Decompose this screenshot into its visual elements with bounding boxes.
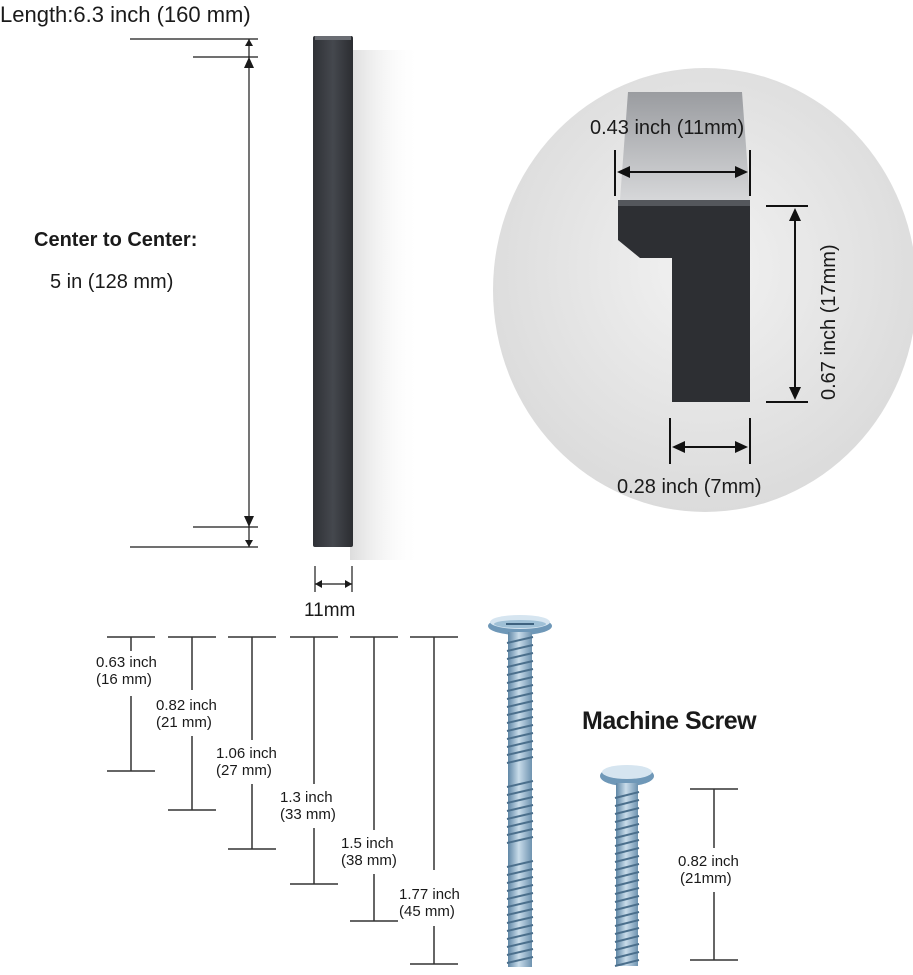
- thread-line: [506, 932, 534, 940]
- thread-line: [506, 684, 534, 692]
- thread-line: [506, 700, 534, 708]
- profile-bottom-width: 0.28 inch (7mm): [617, 476, 762, 498]
- thread-line: [506, 868, 534, 876]
- width-dimension: [314, 566, 353, 592]
- thread-line: [506, 724, 534, 732]
- machine-screw-title: Machine Screw: [582, 707, 757, 735]
- machine-screw-length-label: 0.82 inch (21mm): [678, 853, 739, 887]
- thread-line: [506, 788, 534, 796]
- thread-line: [614, 951, 640, 959]
- thread-line: [506, 756, 534, 764]
- profile-height: 0.67 inch (17mm): [818, 244, 840, 400]
- thread-line: [506, 748, 534, 756]
- profile-shape: [618, 206, 750, 402]
- thread-line: [614, 903, 640, 911]
- center-arrows: [244, 39, 254, 547]
- thread-line: [506, 956, 534, 964]
- thread-line: [506, 692, 534, 700]
- thread-line: [614, 911, 640, 919]
- thread-line: [506, 804, 534, 812]
- center-to-center-value: 5 in (128 mm): [50, 271, 174, 293]
- thread-line: [506, 860, 534, 868]
- thread-line: [614, 871, 640, 879]
- thread-line: [614, 839, 640, 847]
- profile-top-face: [620, 92, 750, 200]
- thread-line: [506, 836, 534, 844]
- thread-line: [506, 652, 534, 660]
- thread-line: [506, 732, 534, 740]
- thread-line: [506, 644, 534, 652]
- thread-line: [506, 740, 534, 748]
- screw-length-lines: [107, 636, 738, 965]
- thread-line: [614, 847, 640, 855]
- handle-top-edge: [315, 36, 351, 40]
- screw-length-label-4: 1.3 inch (33 mm): [280, 789, 336, 823]
- thread-line: [506, 812, 534, 820]
- thread-line: [614, 807, 640, 815]
- screw-length-label-3: 1.06 inch (27 mm): [216, 745, 277, 779]
- thread-line: [614, 863, 640, 871]
- thread-line: [614, 823, 640, 831]
- thread-line: [506, 676, 534, 684]
- width-label: 11mm: [304, 600, 356, 621]
- thread-line: [506, 828, 534, 836]
- thread-line: [614, 887, 640, 895]
- handle-shadow: [350, 50, 420, 560]
- thread-line: [614, 831, 640, 839]
- machine-screw-threads: [614, 791, 640, 967]
- center-to-center-title: Center to Center:: [34, 229, 198, 251]
- thread-line: [506, 796, 534, 804]
- thread-line: [506, 820, 534, 828]
- length-caption: Length:6.3 inch (160 mm): [0, 2, 251, 28]
- thread-line: [506, 876, 534, 884]
- thread-line: [614, 895, 640, 903]
- thread-line: [614, 815, 640, 823]
- thread-line: [506, 916, 534, 924]
- thread-line: [506, 660, 534, 668]
- thread-line: [506, 668, 534, 676]
- thread-line: [506, 940, 534, 948]
- length-value: 6.3 inch (160 mm): [73, 2, 251, 27]
- thread-line: [614, 879, 640, 887]
- profile-dims: [614, 150, 808, 464]
- thread-line: [506, 924, 534, 932]
- profile-top-width: 0.43 inch (11mm): [590, 117, 745, 139]
- thread-line: [614, 959, 640, 967]
- thread-line: [506, 892, 534, 900]
- thread-line: [506, 716, 534, 724]
- thread-line: [614, 855, 640, 863]
- handle-bar: [313, 36, 353, 547]
- length-dimension: [130, 38, 258, 548]
- thread-line: [506, 884, 534, 892]
- thread-line: [506, 780, 534, 788]
- thread-line: [614, 935, 640, 943]
- thread-line: [614, 791, 640, 799]
- thread-line: [506, 948, 534, 956]
- thread-line: [506, 908, 534, 916]
- thread-line: [614, 943, 640, 951]
- screw-length-label-5: 1.5 inch (38 mm): [341, 835, 397, 869]
- long-screw-threads: [506, 636, 534, 964]
- thread-line: [506, 636, 534, 644]
- thread-line: [614, 927, 640, 935]
- length-label: Length:: [0, 2, 74, 27]
- thread-line: [614, 919, 640, 927]
- thread-line: [614, 799, 640, 807]
- screw-length-label-2: 0.82 inch (21 mm): [156, 697, 217, 731]
- screw-length-label-1: 0.63 inch (16 mm): [96, 654, 157, 688]
- thread-line: [506, 708, 534, 716]
- thread-line: [506, 900, 534, 908]
- screw-length-label-6: 1.77 inch (45 mm): [399, 886, 460, 920]
